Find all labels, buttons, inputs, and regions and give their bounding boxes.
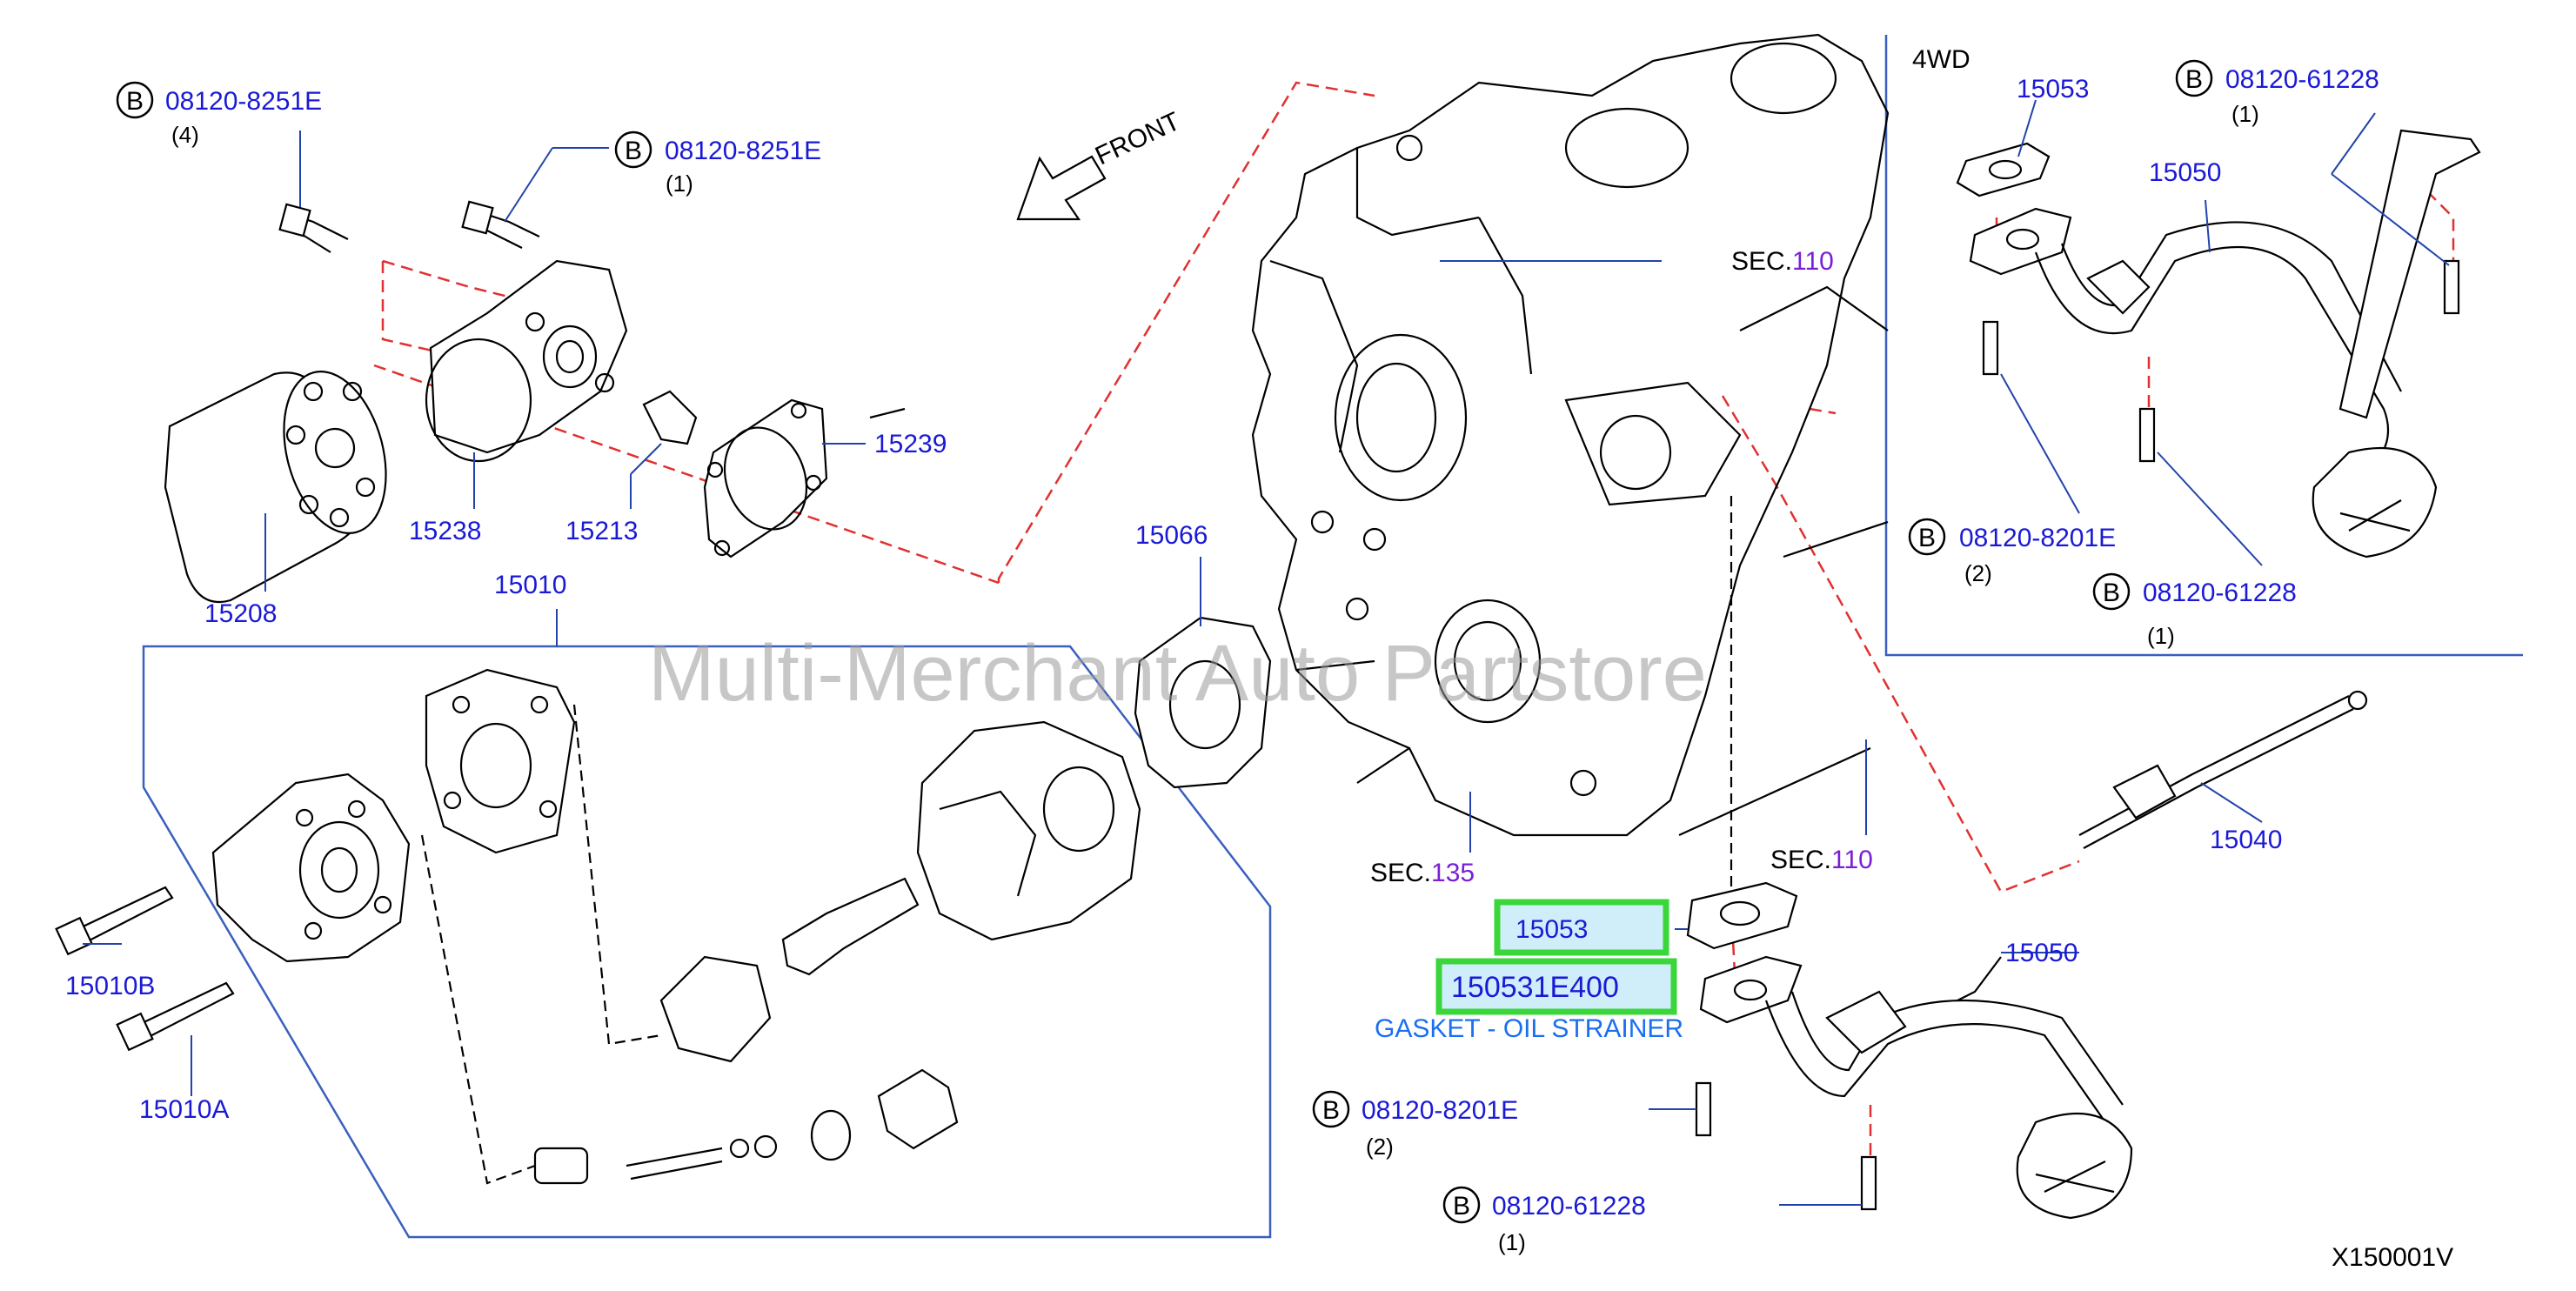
- bolt-b-marker: B: [1453, 1192, 1470, 1221]
- oil-filter-group: [164, 200, 828, 604]
- bolt-quantity: (1): [666, 171, 693, 197]
- bolt-part-number[interactable]: 08120-61228: [1492, 1192, 1646, 1221]
- oil-pump-group-frame: [142, 645, 1272, 1239]
- bolt-b-marker: B: [2185, 65, 2203, 94]
- part-label-15010b[interactable]: 15010B: [65, 972, 155, 1000]
- part-label-15066[interactable]: 15066: [1135, 521, 1208, 550]
- part-label-15010a[interactable]: 15010A: [139, 1095, 229, 1124]
- oil-filter-bracket-drawing: [429, 259, 628, 454]
- bolt-callout[interactable]: B 08120-61228 (1): [2092, 572, 2297, 649]
- 4wd-oil-strainer-drawing: [1956, 129, 2481, 559]
- bolt-callout[interactable]: B 08120-8251E (1): [614, 130, 821, 197]
- bolt-quantity: (1): [2147, 623, 2175, 649]
- bolt-quantity: (1): [2231, 101, 2259, 127]
- part-label-15053-4wd[interactable]: 15053: [2017, 75, 2089, 104]
- highlighted-part-label[interactable]: 15053: [1515, 915, 1588, 944]
- gasket-15066-drawing: [1134, 616, 1272, 789]
- section-ref-110-bottom[interactable]: SEC.110: [1770, 846, 1873, 874]
- bolt-part-number[interactable]: 08120-61228: [2225, 65, 2379, 94]
- part-label-15208[interactable]: 15208: [204, 599, 277, 628]
- bolt-quantity: (2): [1964, 560, 1992, 586]
- bolt-part-number[interactable]: 08120-8201E: [1362, 1096, 1518, 1125]
- leader-lines: [83, 99, 2450, 1206]
- watermark: Multi-Merchant Auto Partstore: [648, 629, 1707, 718]
- part-label-15050-4wd[interactable]: 15050: [2149, 158, 2221, 187]
- oil-pump-group: [55, 668, 1141, 1185]
- bolt-b-marker: B: [126, 87, 144, 116]
- bolt-callout[interactable]: B 08120-8201E (2): [1312, 1090, 1518, 1160]
- bolt-callout[interactable]: B 08120-8201E (2): [1908, 518, 2116, 586]
- highlighted-full-part-number[interactable]: 150531E400: [1451, 971, 1619, 1004]
- bolt-part-number[interactable]: 08120-8251E: [665, 137, 821, 165]
- highlighted-part-description: GASKET - OIL STRAINER: [1375, 1014, 1683, 1043]
- bolt-b-marker: B: [625, 137, 642, 165]
- oil-strainer-drawing: [1686, 881, 2133, 1220]
- front-arrow: FRONT: [1016, 107, 1185, 221]
- engine-block-drawing: [869, 33, 1890, 905]
- front-label: FRONT: [1091, 107, 1185, 171]
- relief-valve-drawing: [642, 390, 698, 445]
- section-ref-135[interactable]: SEC.135: [1370, 859, 1475, 887]
- bolt-part-number[interactable]: 08120-61228: [2143, 579, 2297, 607]
- part-label-15040[interactable]: 15040: [2210, 826, 2282, 854]
- bolt-b-marker: B: [2103, 579, 2120, 607]
- part-label-15010[interactable]: 15010: [494, 571, 566, 599]
- bolt-callout[interactable]: B 08120-61228 (1): [2175, 59, 2379, 127]
- highlight-box-full-part: [1435, 958, 1677, 1015]
- 4wd-panel-frame: [1884, 35, 2523, 657]
- variant-label-4wd: 4WD: [1912, 45, 1970, 74]
- bolt-quantity: (1): [1498, 1229, 1526, 1255]
- bolt-callout[interactable]: B 08120-61228 (1): [1442, 1186, 1646, 1255]
- oil-level-gauge-drawing: [2078, 690, 2368, 849]
- part-label-15238[interactable]: 15238: [409, 517, 481, 545]
- bolt-part-number[interactable]: 08120-8251E: [165, 87, 322, 116]
- section-ref-110-top[interactable]: SEC.110: [1731, 247, 1834, 276]
- highlight-box-part: [1494, 899, 1669, 956]
- bolt-callout[interactable]: B 08120-8251E (4): [116, 81, 322, 148]
- bolt-part-number[interactable]: 08120-8201E: [1959, 524, 2116, 552]
- bolt-b-marker: B: [1322, 1096, 1340, 1125]
- bolt-drawing: [482, 211, 540, 249]
- part-label-15050[interactable]: 15050: [2005, 939, 2078, 967]
- bolt-quantity: (4): [171, 122, 199, 148]
- part-label-15239[interactable]: 15239: [874, 430, 947, 458]
- bolt-b-marker: B: [1918, 524, 1936, 552]
- part-label-15213[interactable]: 15213: [565, 517, 638, 545]
- diagram-code: X150001V: [2332, 1243, 2453, 1272]
- bolt-quantity: (2): [1366, 1134, 1394, 1160]
